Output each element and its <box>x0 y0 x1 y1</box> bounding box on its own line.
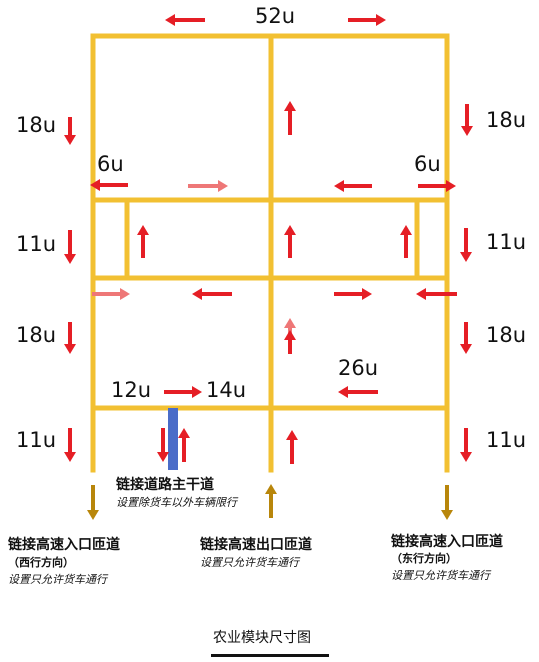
dim-segment-12: 12u <box>111 378 152 402</box>
connector-road-label: 链接道路主干道 <box>116 477 214 493</box>
left-ramp-note: 设置只允许货车通行 <box>8 573 107 586</box>
arrow-right-ramp-exit <box>441 485 453 520</box>
dim-left-side-width: 6u <box>97 152 124 176</box>
dim-bottom-right: 11u <box>486 428 527 452</box>
right-ramp-title: 链接高速入口匝道 <box>391 534 503 550</box>
arrow-band-up-2 <box>284 225 296 258</box>
arrow-h2-left-2 <box>416 288 457 300</box>
arrow-right-11u-a <box>460 228 472 262</box>
arrow-left-18u-b <box>64 322 76 354</box>
arrow-mid-right-a <box>188 180 228 192</box>
left-ramp-direction: （西行方向） <box>8 556 74 569</box>
traffic-arrows <box>64 14 473 520</box>
dim-top-right-height: 18u <box>486 108 527 132</box>
road-network <box>90 33 450 473</box>
dim-total-width: 52u <box>255 4 296 28</box>
arrow-right-18u <box>461 104 473 136</box>
middle-ramp-title: 链接高速出口匝道 <box>200 537 312 553</box>
figure-title: 农业模块尺寸图 <box>213 630 311 646</box>
dim-right-side-width: 6u <box>414 152 441 176</box>
arrow-h2-right-2 <box>334 288 372 300</box>
arrow-top-right <box>348 14 386 26</box>
arrow-h2-left-1 <box>192 288 232 300</box>
dim-lower-mid-left: 18u <box>16 323 57 347</box>
dim-bottom-left: 11u <box>16 428 57 452</box>
dim-upper-mid-right: 11u <box>486 230 527 254</box>
arrow-26u-left <box>338 386 378 398</box>
arrow-center-up-1 <box>284 101 296 135</box>
arrow-right-11u-b <box>460 428 472 462</box>
arrow-band-up-1 <box>137 225 149 258</box>
arrow-right-18u-b <box>460 322 472 354</box>
right-ramp-direction: （东行方向） <box>391 552 457 565</box>
arrow-h2-right-1 <box>92 288 130 300</box>
left-ramp-title: 链接高速入口匝道 <box>8 537 120 553</box>
arrow-center-ramp-exit <box>265 484 277 518</box>
arrow-right-6u <box>418 180 456 192</box>
connector-road-bar <box>168 408 178 470</box>
arrow-center-up-4 <box>286 430 298 464</box>
arrow-center-up-3 <box>284 330 296 354</box>
middle-ramp-note: 设置只允许货车通行 <box>200 556 299 569</box>
arrow-connector-up <box>178 428 190 462</box>
arrow-left-18u <box>64 117 76 145</box>
dim-segment-14: 14u <box>206 378 247 402</box>
arrow-connector-down <box>157 428 169 462</box>
dim-top-left-height: 18u <box>16 113 57 137</box>
arrow-left-6u <box>90 179 128 191</box>
arrow-mid-left-a <box>334 180 372 192</box>
connector-road-note: 设置除货车以外车辆限行 <box>116 496 237 509</box>
arrow-top-left <box>165 14 205 26</box>
dim-lower-mid-right: 18u <box>486 323 527 347</box>
arrow-left-11u-a <box>64 230 76 264</box>
arrow-band-up-3 <box>400 225 412 258</box>
dim-segment-26: 26u <box>338 356 379 380</box>
dim-upper-mid-left: 11u <box>16 232 57 256</box>
arrow-left-ramp-exit <box>87 485 99 520</box>
figure-title-underline <box>211 654 329 657</box>
arrow-12u-14u-right <box>164 386 202 398</box>
arrow-left-11u-b <box>64 428 76 462</box>
right-ramp-note: 设置只允许货车通行 <box>391 569 490 582</box>
